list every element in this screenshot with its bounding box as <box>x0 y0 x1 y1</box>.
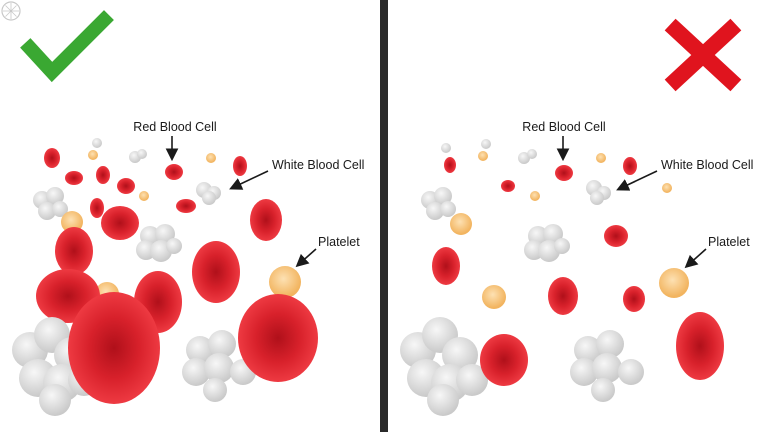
label-white-blood-cell: White Blood Cell <box>661 158 753 172</box>
label-white-blood-cell: White Blood Cell <box>272 158 364 172</box>
label-platelet: Platelet <box>318 235 360 249</box>
red-blood-cell <box>432 247 460 285</box>
red-blood-cell <box>604 225 628 247</box>
red-blood-cell-large <box>68 292 160 404</box>
red-blood-cell <box>480 334 528 386</box>
label-red-blood-cell: Red Blood Cell <box>133 120 216 134</box>
watermark-logo-icon <box>1 1 21 21</box>
small-white-blood-cells <box>92 138 221 205</box>
small-platelets <box>478 151 672 201</box>
red-blood-cell <box>101 206 139 240</box>
arrow-platelet <box>684 248 707 269</box>
right-panel-incorrect: Red Blood Cell White Blood Cell Platelet <box>388 0 768 432</box>
white-blood-cell-cluster-mid <box>136 224 182 262</box>
red-blood-cell <box>55 227 93 275</box>
cross-icon <box>664 18 742 92</box>
white-blood-cell-cluster-left <box>421 187 456 220</box>
panel-divider <box>380 0 388 432</box>
arrow-platelet <box>295 248 317 268</box>
small-red-blood-cells <box>444 157 637 192</box>
white-blood-cell-cluster-front-mid <box>182 330 256 402</box>
white-blood-cell-cluster-front-mid <box>570 330 644 402</box>
left-panel-illustration: Red Blood Cell White Blood Cell Platelet <box>12 10 364 416</box>
red-blood-cell <box>548 277 578 315</box>
small-platelets <box>88 150 216 201</box>
red-blood-cell <box>623 286 645 312</box>
label-platelet: Platelet <box>708 235 750 249</box>
checkmark-icon <box>20 10 114 83</box>
small-red-blood-cells <box>44 148 247 218</box>
red-blood-cell <box>192 241 240 303</box>
platelet <box>659 268 689 298</box>
arrow-white-blood-cell <box>229 170 269 190</box>
platelet <box>450 213 472 235</box>
white-blood-cell-cluster-mid <box>524 224 570 262</box>
right-panel-illustration: Red Blood Cell White Blood Cell Platelet <box>400 18 753 416</box>
red-blood-cell <box>250 199 282 241</box>
red-blood-cell <box>676 312 724 380</box>
left-panel-correct: Red Blood Cell White Blood Cell Platelet <box>0 0 380 432</box>
white-blood-cell-cluster-left <box>33 187 68 220</box>
red-blood-cell-large <box>238 294 318 382</box>
arrow-white-blood-cell <box>616 170 658 191</box>
platelet <box>269 266 301 298</box>
label-red-blood-cell: Red Blood Cell <box>522 120 605 134</box>
white-blood-cell-cluster-front-left <box>400 317 488 416</box>
small-white-blood-cells <box>441 139 611 205</box>
platelet <box>482 285 506 309</box>
